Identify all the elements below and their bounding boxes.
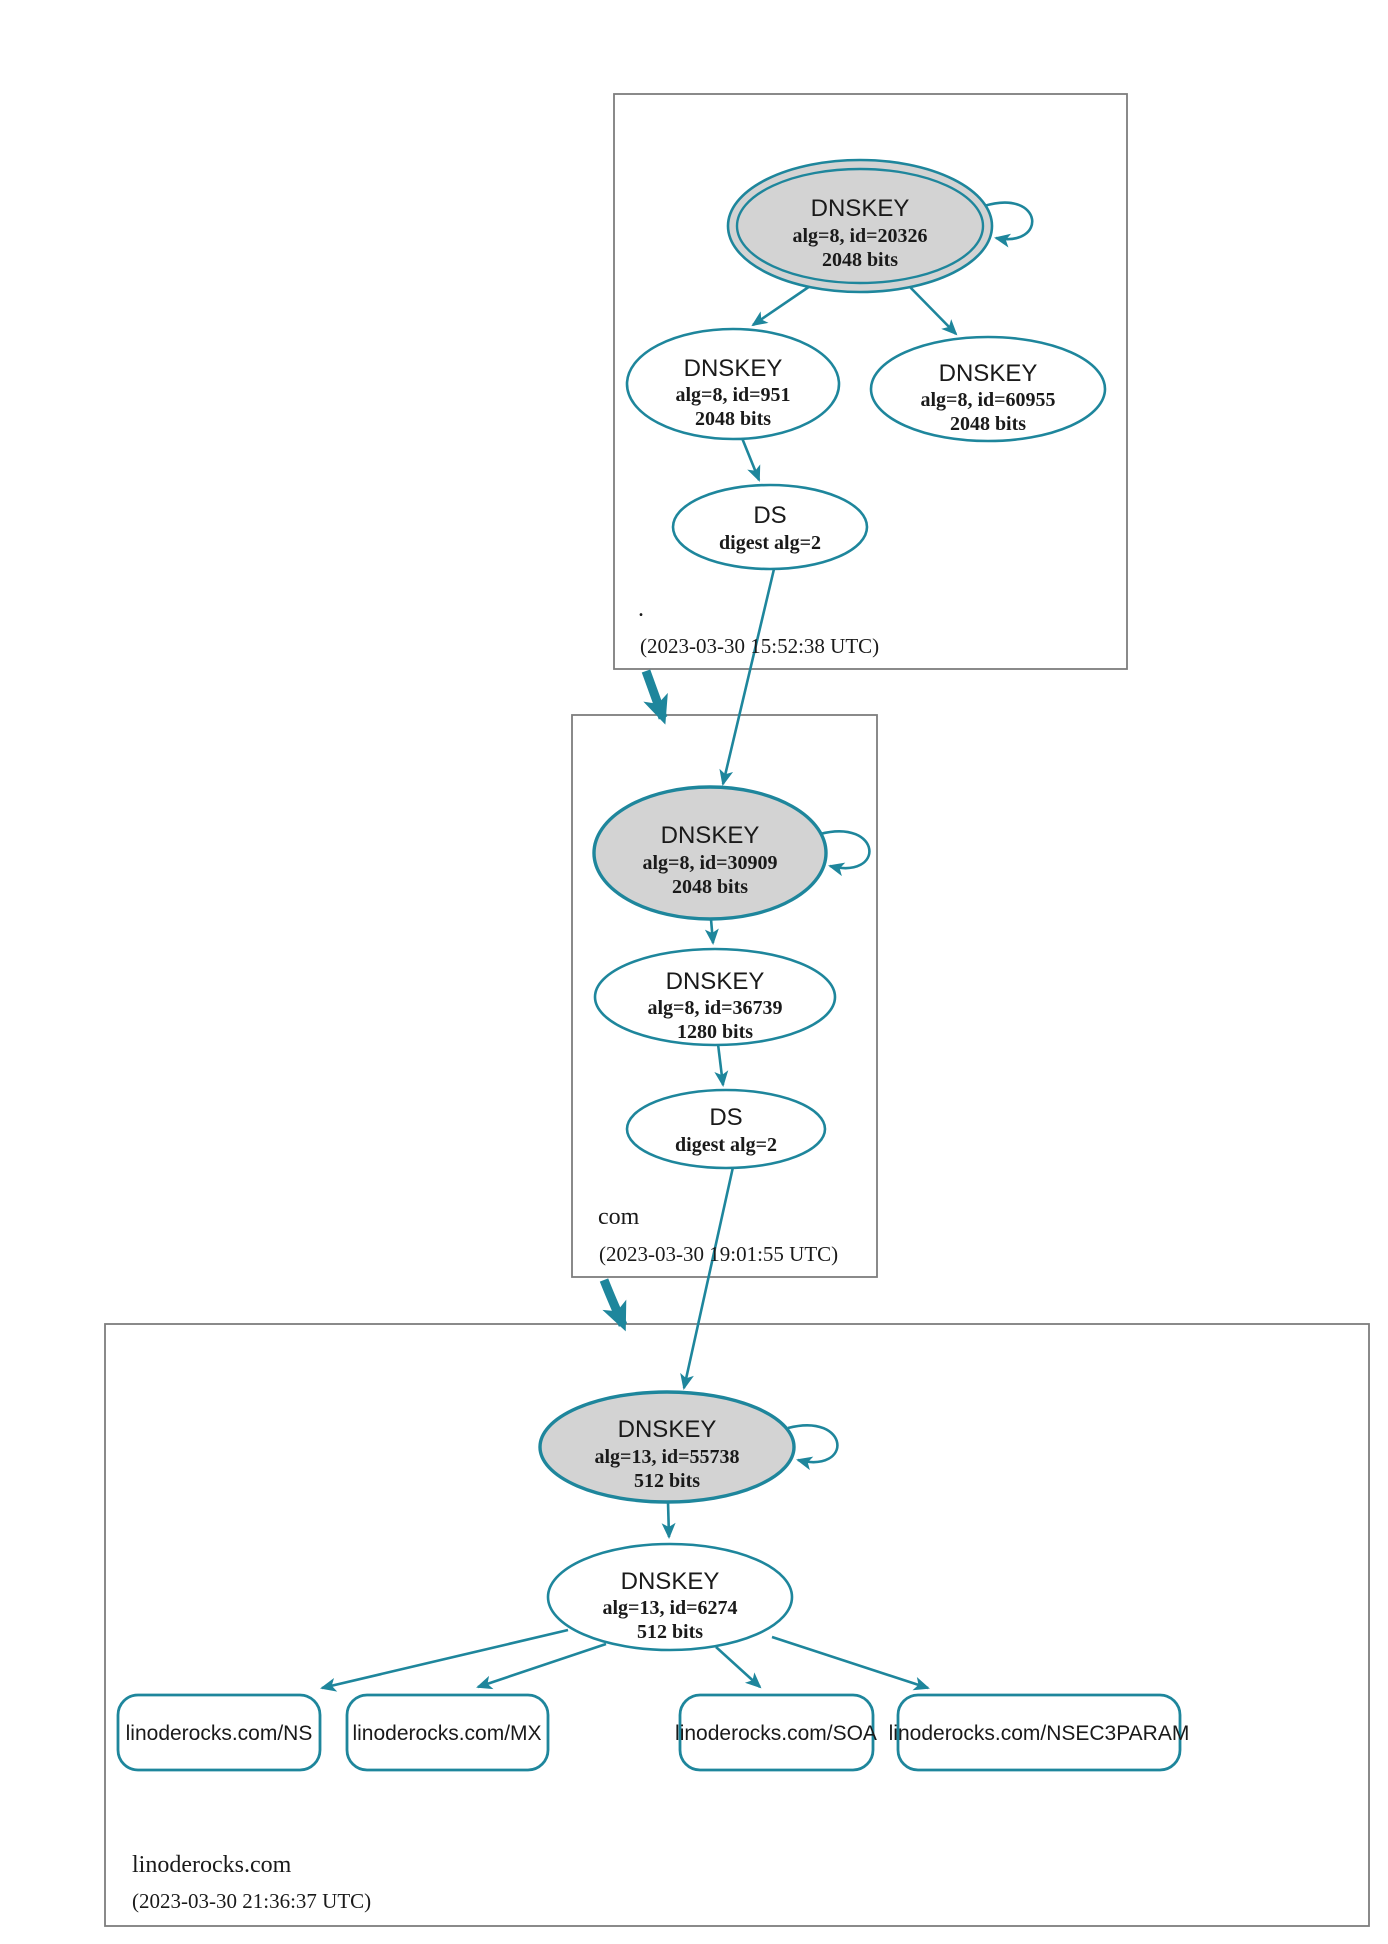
record-box-soa[interactable]: linoderocks.com/SOA <box>675 1693 877 1772</box>
node-size: 2048 bits <box>822 249 898 271</box>
edge-root-ksk-to-zsk1 <box>751 280 817 327</box>
edge-root-zsk1-to-ds <box>740 437 761 482</box>
record-label: linoderocks.com/NSEC3PARAM <box>889 1722 1190 1745</box>
edge-com-zsk-to-ds <box>714 1043 729 1087</box>
zone-label-linoderocks: linoderocks.com <box>132 1852 292 1878</box>
record-label: linoderocks.com/SOA <box>675 1722 877 1745</box>
self-loop-lino-ksk <box>787 1424 839 1471</box>
node-title: DNSKEY <box>666 968 765 995</box>
zone-box-com <box>571 714 878 1278</box>
record-box-nsec3param[interactable]: linoderocks.com/NSEC3PARAM <box>889 1693 1190 1772</box>
zone-timestamp-linoderocks: (2023-03-30 21:36:37 UTC) <box>132 1889 371 1913</box>
self-loop-com-ksk <box>819 830 871 877</box>
node-title: DNSKEY <box>939 360 1038 387</box>
node-ds-root[interactable]: DS digest alg=2 <box>671 483 869 571</box>
node-size: 2048 bits <box>950 413 1026 435</box>
node-meta: alg=8, id=30909 <box>642 852 777 874</box>
edge-com-ds-to-lino-ksk <box>680 1166 735 1390</box>
node-meta: alg=8, id=951 <box>675 384 790 406</box>
node-title: DNSKEY <box>621 1568 720 1595</box>
node-dnskey-ksk-root[interactable]: DNSKEY alg=8, id=20326 2048 bits <box>726 158 994 294</box>
zone-box-root <box>613 93 1128 670</box>
node-meta: alg=8, id=36739 <box>647 997 782 1019</box>
node-dnskey-zsk-com[interactable]: DNSKEY alg=8, id=36739 1280 bits <box>593 947 837 1047</box>
zone-label-com: com <box>598 1204 640 1230</box>
node-size: 512 bits <box>634 1470 700 1492</box>
zone-timestamp-root: (2023-03-30 15:52:38 UTC) <box>640 634 879 658</box>
edge-delegation-root-to-com <box>641 669 668 725</box>
node-meta: alg=13, id=55738 <box>594 1446 739 1468</box>
node-meta: alg=8, id=60955 <box>920 389 1055 411</box>
edge-lino-zsk-to-nsec3param <box>771 1635 930 1691</box>
node-ds-com[interactable]: DS digest alg=2 <box>625 1088 827 1170</box>
record-label: linoderocks.com/NS <box>126 1722 313 1745</box>
record-label: linoderocks.com/MX <box>352 1722 541 1745</box>
node-dnskey-zsk2-root[interactable]: DNSKEY alg=8, id=60955 2048 bits <box>869 335 1107 443</box>
node-title: DS <box>753 502 786 529</box>
node-meta: digest alg=2 <box>719 532 821 554</box>
edge-com-ksk-to-zsk <box>704 918 719 945</box>
zone-box-linoderocks <box>104 1323 1370 1927</box>
node-title: DNSKEY <box>661 822 760 849</box>
edge-lino-zsk-to-soa <box>715 1646 762 1689</box>
edge-root-ksk-to-zsk2 <box>905 282 958 336</box>
node-size: 1280 bits <box>677 1021 753 1043</box>
node-dnskey-zsk-linoderocks[interactable]: DNSKEY alg=13, id=6274 512 bits <box>546 1542 794 1652</box>
edge-lino-zsk-to-mx <box>476 1642 607 1690</box>
node-size: 2048 bits <box>695 408 771 430</box>
node-title: DNSKEY <box>684 355 783 382</box>
edge-lino-zsk-to-ns <box>320 1628 569 1692</box>
node-dnskey-ksk-linoderocks[interactable]: DNSKEY alg=13, id=55738 512 bits <box>538 1390 796 1504</box>
self-loop-root-ksk <box>983 201 1034 248</box>
node-dnskey-zsk1-root[interactable]: DNSKEY alg=8, id=951 2048 bits <box>625 327 841 441</box>
record-box-ns[interactable]: linoderocks.com/NS <box>116 1693 322 1772</box>
node-size: 2048 bits <box>672 876 748 898</box>
node-title: DS <box>709 1104 742 1131</box>
edge-root-ds-to-com-ksk <box>719 568 776 786</box>
edge-lino-ksk-to-zsk <box>661 1501 676 1539</box>
zone-timestamp-com: (2023-03-30 19:01:55 UTC) <box>599 1242 838 1266</box>
edge-delegation-com-to-linoderocks <box>599 1278 628 1332</box>
node-size: 512 bits <box>637 1621 703 1643</box>
node-meta: alg=13, id=6274 <box>602 1597 737 1619</box>
node-meta: alg=8, id=20326 <box>792 225 927 247</box>
node-dnskey-ksk-com[interactable]: DNSKEY alg=8, id=30909 2048 bits <box>592 785 828 921</box>
node-meta: digest alg=2 <box>675 1134 777 1156</box>
node-title: DNSKEY <box>618 1416 717 1443</box>
zone-label-root: . <box>638 596 644 622</box>
record-box-mx[interactable]: linoderocks.com/MX <box>345 1693 550 1772</box>
node-title: DNSKEY <box>811 195 910 222</box>
